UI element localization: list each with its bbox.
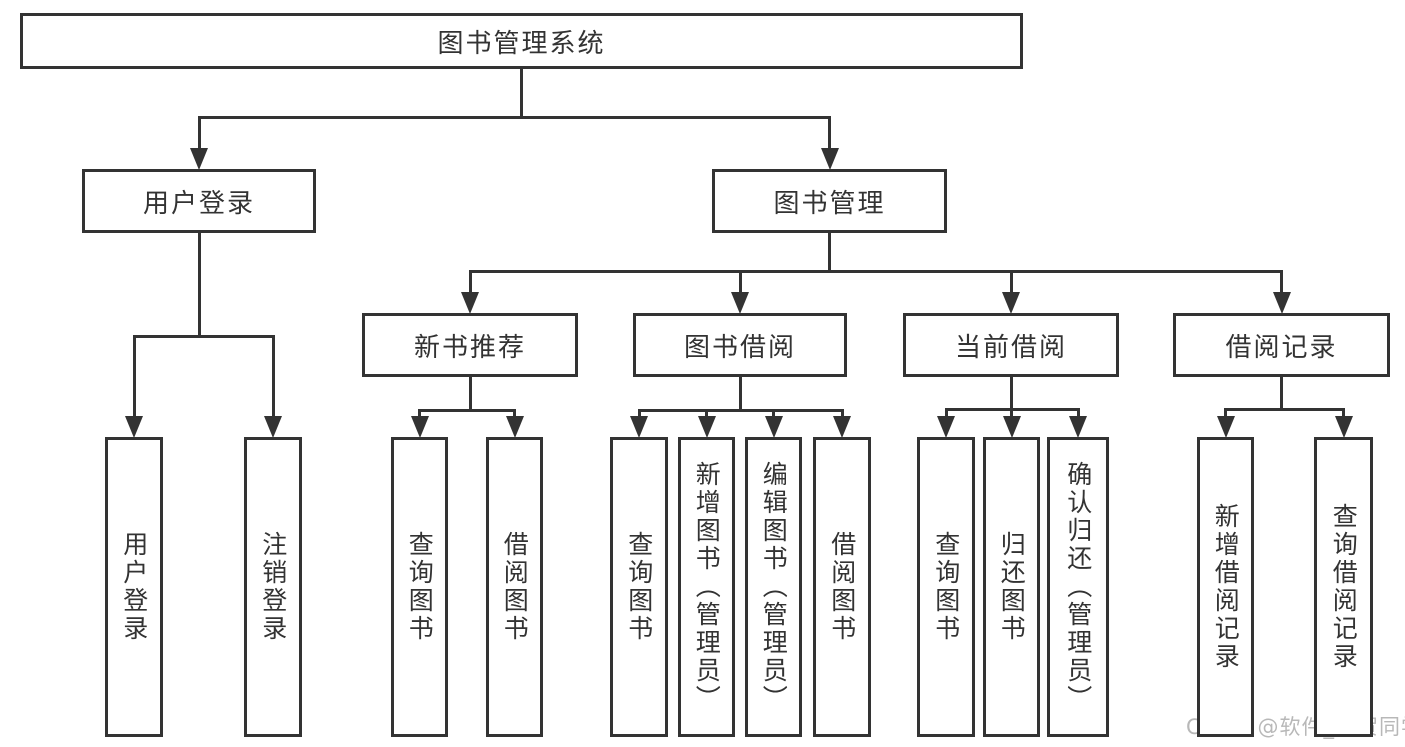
arrowhead-down-icon-nb-query: [410, 416, 429, 438]
connector-stem-user-login: [197, 233, 201, 335]
node-label-cb-confirm: 确认归还（管理员）: [1063, 461, 1093, 713]
connector-stem-root: [520, 69, 523, 116]
arrowhead-down-icon-br-query: [1334, 416, 1353, 438]
arrowhead-down-icon-cb-confirm: [1069, 416, 1087, 438]
connector-drop-br-add: [1224, 408, 1227, 420]
node-label-ul-logout: 注销登录: [258, 531, 288, 643]
node-br-add: 新增借阅记录: [1197, 437, 1254, 737]
connector-drop-bb-query: [637, 409, 641, 420]
node-ul-logout: 注销登录: [244, 437, 302, 737]
arrowhead-down-icon-new-book: [461, 292, 479, 314]
connector-drop-nb-borrow: [513, 409, 516, 420]
connector-stem-book-mgmt: [828, 233, 831, 270]
connector-rail-borrow-record: [1224, 408, 1345, 411]
connector-drop-borrow-record: [1280, 270, 1283, 296]
node-label-bb-borrow: 借阅图书: [827, 531, 857, 643]
connector-rail-user-login: [132, 335, 275, 338]
node-label-bb-query: 查询图书: [624, 531, 654, 643]
node-nb-query: 查询图书: [391, 437, 448, 737]
node-label-book-borrow: 图书借阅: [683, 332, 796, 363]
connector-drop-current-borrow: [1009, 270, 1013, 296]
node-label-user-login: 用户登录: [142, 188, 255, 219]
connector-drop-new-book: [468, 270, 472, 296]
node-root: 图书管理系统: [20, 13, 1023, 69]
node-bb-query: 查询图书: [610, 437, 668, 737]
node-label-current-borrow: 当前借阅: [954, 332, 1067, 363]
arrowhead-down-icon-book-mgmt: [820, 148, 839, 170]
node-label-bb-add: 新增图书（管理员）: [692, 461, 722, 713]
node-borrow-record: 借阅记录: [1173, 313, 1390, 377]
connector-stem-borrow-record: [1280, 377, 1283, 408]
node-br-query: 查询借阅记录: [1314, 437, 1373, 737]
connector-drop-cb-confirm: [1076, 408, 1080, 420]
connector-drop-bb-add: [705, 409, 708, 420]
connector-rail-new-book: [418, 409, 516, 412]
node-user-login: 用户登录: [82, 169, 316, 233]
connector-drop-book-borrow: [738, 270, 742, 296]
node-label-br-query: 查询借阅记录: [1329, 503, 1359, 671]
node-book-borrow: 图书借阅: [633, 313, 847, 377]
node-new-book: 新书推荐: [362, 313, 578, 377]
node-label-nb-borrow: 借阅图书: [500, 531, 530, 643]
connector-drop-cb-query: [944, 408, 948, 420]
node-bb-edit: 编辑图书（管理员）: [745, 437, 802, 737]
connector-drop-ul-login: [132, 335, 136, 420]
arrowhead-down-icon-borrow-record: [1272, 292, 1291, 314]
arrowhead-down-icon-book-borrow: [731, 292, 749, 314]
arrowhead-down-icon-bb-edit: [764, 416, 783, 438]
arrowhead-down-icon-bb-query: [630, 416, 648, 438]
node-current-borrow: 当前借阅: [903, 313, 1119, 377]
node-label-book-mgmt: 图书管理: [773, 188, 886, 219]
connector-rail-book-borrow: [637, 409, 844, 412]
node-bb-add: 新增图书（管理员）: [678, 437, 735, 737]
connector-drop-bb-edit: [772, 409, 775, 420]
arrowhead-down-icon-current-borrow: [1002, 292, 1020, 314]
arrowhead-down-icon-bb-add: [697, 416, 716, 438]
connector-stem-book-borrow: [738, 377, 742, 409]
arrowhead-down-icon-ul-login: [125, 416, 143, 438]
node-book-mgmt: 图书管理: [712, 169, 947, 233]
node-label-nb-query: 查询图书: [405, 531, 435, 643]
node-label-new-book: 新书推荐: [413, 332, 526, 363]
connector-stem-new-book: [468, 377, 472, 409]
node-nb-borrow: 借阅图书: [486, 437, 543, 737]
node-label-br-add: 新增借阅记录: [1211, 503, 1241, 671]
node-label-cb-query: 查询图书: [931, 531, 961, 643]
node-cb-confirm: 确认归还（管理员）: [1047, 437, 1109, 737]
connector-drop-br-query: [1342, 408, 1345, 420]
node-bb-borrow: 借阅图书: [813, 437, 871, 737]
arrowhead-down-icon-nb-borrow: [505, 416, 524, 438]
arrowhead-down-icon-ul-logout: [264, 416, 282, 438]
connector-drop-bb-borrow: [840, 409, 844, 420]
connector-stem-current-borrow: [1009, 377, 1013, 408]
node-label-borrow-record: 借阅记录: [1225, 332, 1338, 363]
node-ul-login: 用户登录: [105, 437, 163, 737]
connector-drop-nb-query: [418, 409, 421, 420]
connector-rail-root: [197, 116, 831, 119]
connector-rail-book-mgmt: [468, 270, 1283, 273]
connector-drop-cb-return: [1010, 408, 1013, 420]
connector-drop-user-login: [197, 116, 201, 152]
arrowhead-down-icon-user-login: [190, 148, 208, 170]
node-label-bb-edit: 编辑图书（管理员）: [759, 461, 789, 713]
arrowhead-down-icon-cb-return: [1002, 416, 1021, 438]
node-cb-return: 归还图书: [983, 437, 1040, 737]
arrowhead-down-icon-cb-query: [937, 416, 955, 438]
node-label-cb-return: 归还图书: [997, 531, 1027, 643]
node-cb-query: 查询图书: [917, 437, 975, 737]
node-label-root: 图书管理系统: [437, 28, 606, 59]
node-label-ul-login: 用户登录: [119, 531, 149, 643]
connector-drop-ul-logout: [271, 335, 275, 420]
arrowhead-down-icon-bb-borrow: [833, 416, 851, 438]
connector-drop-book-mgmt: [828, 116, 831, 152]
arrowhead-down-icon-br-add: [1216, 416, 1235, 438]
